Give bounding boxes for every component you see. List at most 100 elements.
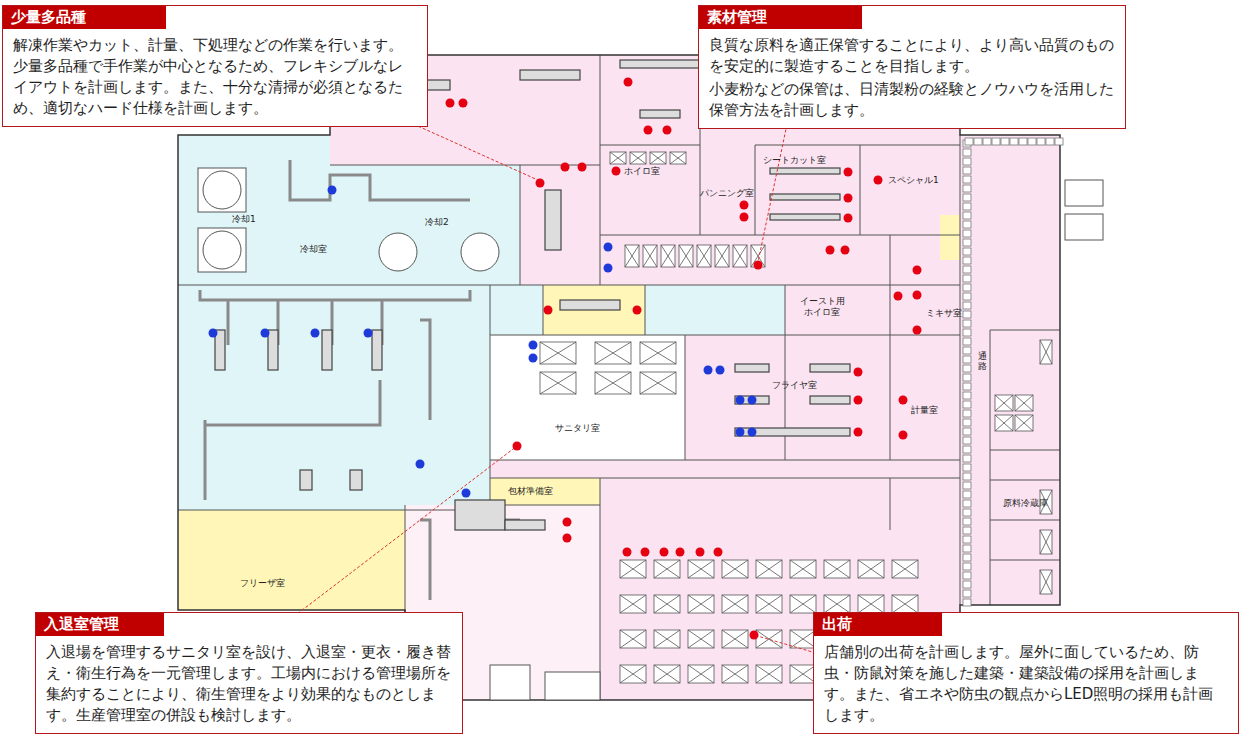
wall-hatch: [963, 473, 971, 480]
rack-symbol: [790, 560, 816, 578]
rack-frame: [540, 342, 576, 364]
rack-cross: [1015, 415, 1033, 431]
rack-frame: [790, 560, 816, 578]
wall-hatch: [963, 518, 971, 525]
rack-frame: [595, 372, 631, 394]
wall: [990, 560, 1060, 561]
rack-frame: [650, 152, 666, 164]
rack-frame: [630, 152, 646, 164]
rack-symbol: [995, 415, 1013, 431]
rack-symbol: [643, 245, 657, 267]
room-label: 原料冷蔵庫: [1003, 498, 1048, 509]
wall: [990, 520, 1060, 521]
rack-frame: [995, 415, 1013, 431]
rack-symbol: [688, 560, 714, 578]
machine-symbol: [810, 364, 850, 372]
rack-symbol: [540, 372, 576, 394]
machine-symbol: [455, 500, 505, 530]
room-area: [520, 165, 600, 285]
rack-symbol: [654, 595, 680, 613]
machine-symbol: [322, 330, 332, 370]
rack-frame: [540, 372, 576, 394]
rack-frame: [858, 560, 884, 578]
marker-dot: [663, 126, 672, 135]
rack-frame: [756, 665, 782, 683]
callout-text: 良質な原料を適正保管することにより、より高い品質のものを安定的に製造することを目…: [699, 29, 1125, 78]
wall-hatch: [963, 581, 971, 588]
marker-dot: [623, 548, 632, 557]
rack-frame: [892, 560, 918, 578]
marker-dot: [529, 341, 538, 350]
rack-cross: [688, 560, 714, 578]
rack-cross: [1040, 340, 1052, 364]
rack-symbol: [892, 560, 918, 578]
wall-hatch: [974, 138, 982, 145]
rack-frame: [756, 630, 782, 648]
machine-symbol: [735, 428, 850, 436]
pipe: [420, 520, 520, 600]
marker-dot: [844, 194, 853, 203]
marker-dot: [714, 548, 723, 557]
room-label: シートカット室: [763, 155, 826, 166]
wall-hatch: [963, 392, 971, 399]
room-area: [645, 285, 785, 335]
wall-hatch: [963, 500, 971, 507]
rack-cross: [824, 560, 850, 578]
marker-dot: [754, 261, 763, 270]
rack-cross: [688, 665, 714, 683]
wall-hatch: [963, 329, 971, 336]
rack-symbol: [756, 665, 782, 683]
marker-dot: [696, 548, 705, 557]
machine-symbol: [620, 60, 700, 68]
rack-cross: [630, 152, 646, 164]
wall-hatch: [963, 194, 971, 201]
callout-text: 店舗別の出荷を計画します。屋外に面しているため、防虫・防鼠対策を施した建築・建築…: [814, 636, 1238, 733]
callout-heading: 出荷: [814, 613, 942, 636]
callout-heading: 素材管理: [699, 6, 862, 29]
room-label: ミキサ室: [926, 308, 962, 319]
marker-dot: [736, 428, 745, 437]
wall-hatch: [963, 527, 971, 534]
marker-dot: [328, 186, 337, 195]
pipe: [205, 320, 430, 500]
rack-cross: [697, 245, 711, 267]
machine-symbol: [372, 330, 382, 370]
rack-frame: [640, 372, 676, 394]
wall-hatch: [963, 257, 971, 264]
wall-hatch: [1001, 138, 1009, 145]
room-label: フライヤ室: [772, 380, 817, 391]
wall: [600, 235, 960, 236]
rack-frame: [697, 245, 711, 267]
rack-cross: [595, 342, 631, 364]
rack-symbol: [1040, 570, 1052, 594]
wall-hatch: [963, 590, 971, 597]
machine-symbol: [735, 364, 769, 372]
marker-dot: [913, 291, 922, 300]
marker-dot: [612, 167, 621, 176]
room-area: [685, 335, 960, 460]
rack-cross: [625, 245, 639, 267]
marker-dot: [578, 163, 587, 172]
room-label: パンニング室: [700, 188, 754, 199]
room-area: [960, 135, 1060, 605]
marker-dot: [854, 396, 863, 405]
wall: [600, 55, 601, 285]
marker-dot: [459, 99, 468, 108]
wall-hatch: [963, 464, 971, 471]
rack-frame: [756, 560, 782, 578]
wall-hatch: [963, 293, 971, 300]
rack-frame: [892, 595, 918, 613]
rack-frame: [620, 665, 646, 683]
rack-frame: [620, 630, 646, 648]
rack-symbol: [640, 372, 676, 394]
room-area: [178, 135, 330, 165]
wall-hatch: [963, 446, 971, 453]
marker-dot: [750, 631, 759, 640]
wall-hatch: [963, 545, 971, 552]
wall: [330, 165, 600, 166]
rack-frame: [722, 630, 748, 648]
room-label: スペシャル1: [888, 175, 939, 186]
marker-dot: [854, 368, 863, 377]
cooler-symbol: [461, 233, 499, 271]
